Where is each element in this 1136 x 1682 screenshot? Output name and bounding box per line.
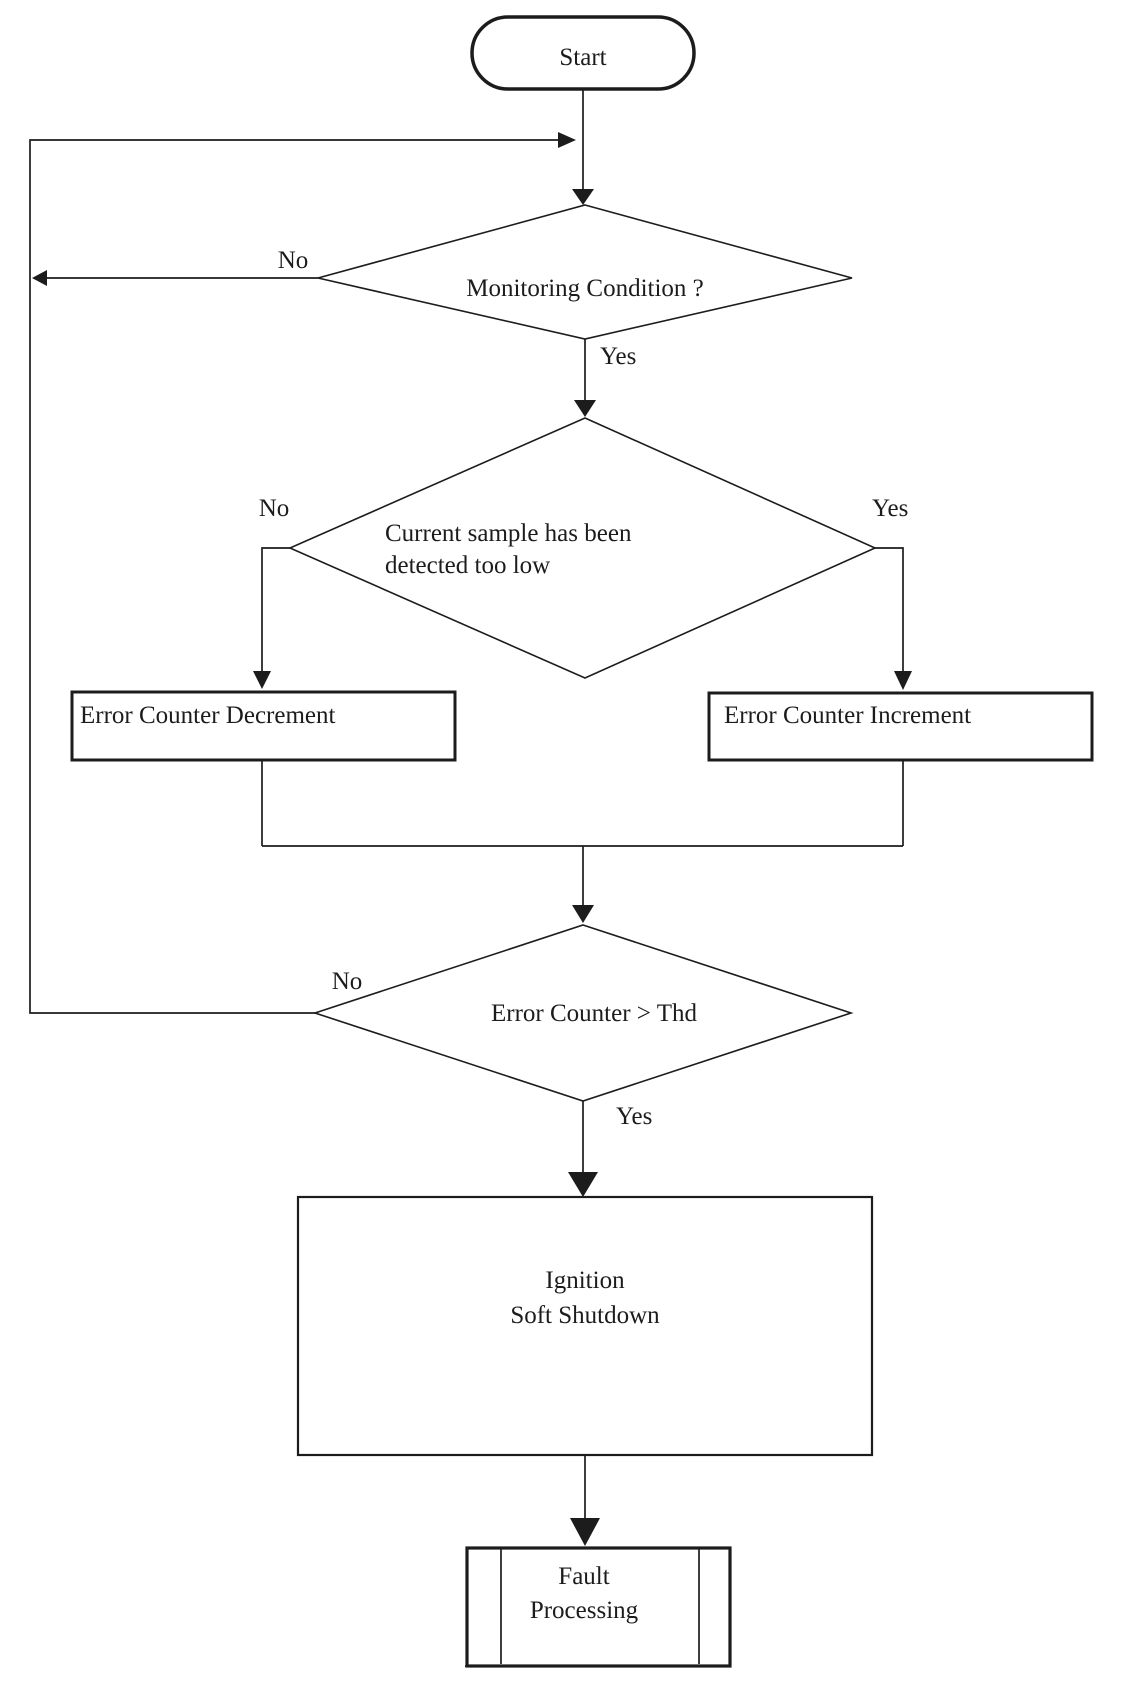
start-node-shape (470, 15, 696, 91)
sample-low-label-line2: detected too low (385, 552, 550, 579)
sample-low-decision-shape (288, 417, 877, 679)
arrowhead-into-increment (894, 671, 912, 690)
threshold-yes-label: Yes (616, 1103, 652, 1130)
threshold-decision-node: Error Counter > Thd (312, 924, 854, 1102)
increment-process-shape (707, 691, 1094, 762)
arrowhead-into-shutdown (568, 1172, 598, 1197)
monitoring-yes-label: Yes (600, 343, 636, 370)
edge-sample-yes (875, 547, 904, 672)
arrowhead-into-decrement (253, 671, 271, 689)
loopback-return-arrowhead (558, 132, 576, 148)
increment-process-node: Error Counter Increment (707, 691, 1094, 762)
fault-node-shape (465, 1546, 732, 1668)
monitoring-decision-label: Monitoring Condition ? (466, 275, 704, 302)
shutdown-label-line1: Ignition (545, 1267, 625, 1294)
sample-no-label: No (259, 495, 290, 522)
sample-low-label-line1: Current sample has been (385, 520, 632, 547)
arrowhead-into-monitoring (572, 189, 594, 205)
threshold-decision-shape (312, 924, 854, 1102)
arrowhead-monitoring-no (32, 270, 47, 286)
decrement-process-shape (70, 690, 457, 762)
edge-sample-no (261, 547, 290, 672)
arrowhead-into-fault (570, 1518, 600, 1546)
fault-label-line2: Processing (530, 1597, 639, 1624)
loopback-rail-edge (29, 139, 574, 1014)
shutdown-label-line2: Soft Shutdown (510, 1302, 660, 1329)
start-node: Start (470, 15, 696, 91)
decrement-process-node: Error Counter Decrement (70, 690, 457, 762)
sample-low-decision-node: Current sample has been detected too low (288, 417, 877, 679)
fault-label-line1: Fault (558, 1563, 609, 1590)
fault-predefined-node: Fault Processing (465, 1546, 732, 1668)
monitoring-decision-shape (317, 204, 853, 340)
start-node-label: Start (559, 44, 606, 71)
threshold-decision-label: Error Counter > Thd (491, 1000, 697, 1027)
arrowhead-into-threshold (572, 905, 594, 923)
decrement-process-label: Error Counter Decrement (80, 702, 335, 729)
shutdown-process-node: Ignition Soft Shutdown (296, 1195, 874, 1457)
monitoring-decision-node: Monitoring Condition ? (317, 204, 853, 340)
threshold-no-label: No (332, 968, 363, 995)
sample-yes-label: Yes (872, 495, 908, 522)
increment-process-label: Error Counter Increment (724, 702, 971, 729)
monitoring-no-label: No (278, 247, 309, 274)
arrowhead-into-sample-low (574, 400, 596, 417)
shutdown-process-shape (296, 1195, 874, 1457)
